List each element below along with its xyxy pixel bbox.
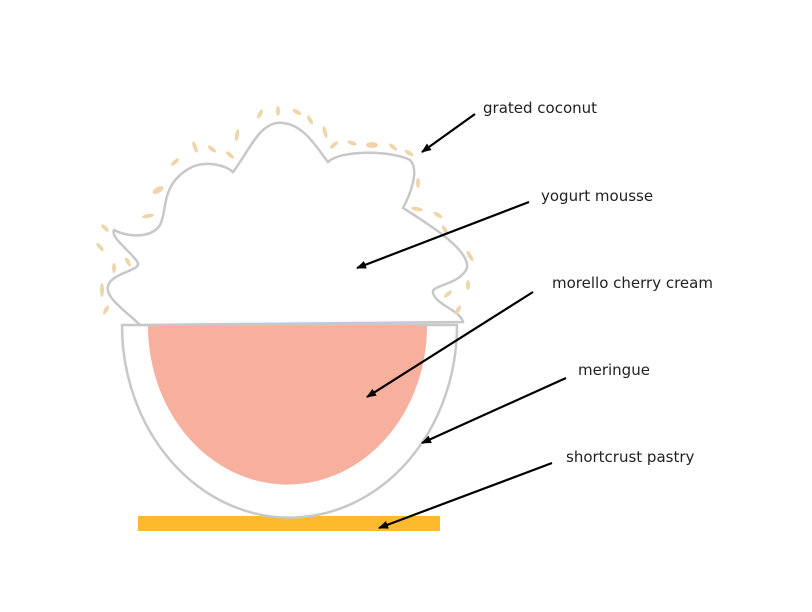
shortcrust-pastry-layer [138, 516, 440, 531]
arrow-yogurt-mousse [356, 200, 530, 270]
arrow-shortcrust-pastry [378, 461, 553, 530]
yogurt-mousse-layer [106, 121, 469, 327]
label-grated-coconut: grated coconut [483, 99, 597, 117]
label-yogurt-mousse: yogurt mousse [541, 187, 653, 205]
label-meringue: meringue [578, 361, 650, 379]
cherry-cream-layer [148, 326, 427, 485]
coconut-flakes [96, 106, 474, 315]
label-morello-cherry-cream: morello cherry cream [552, 274, 713, 292]
arrow-meringue [421, 376, 567, 445]
label-shortcrust-pastry: shortcrust pastry [566, 448, 695, 466]
arrow-morello-cherry-cream [366, 291, 534, 398]
arrow-grated-coconut [421, 113, 476, 153]
